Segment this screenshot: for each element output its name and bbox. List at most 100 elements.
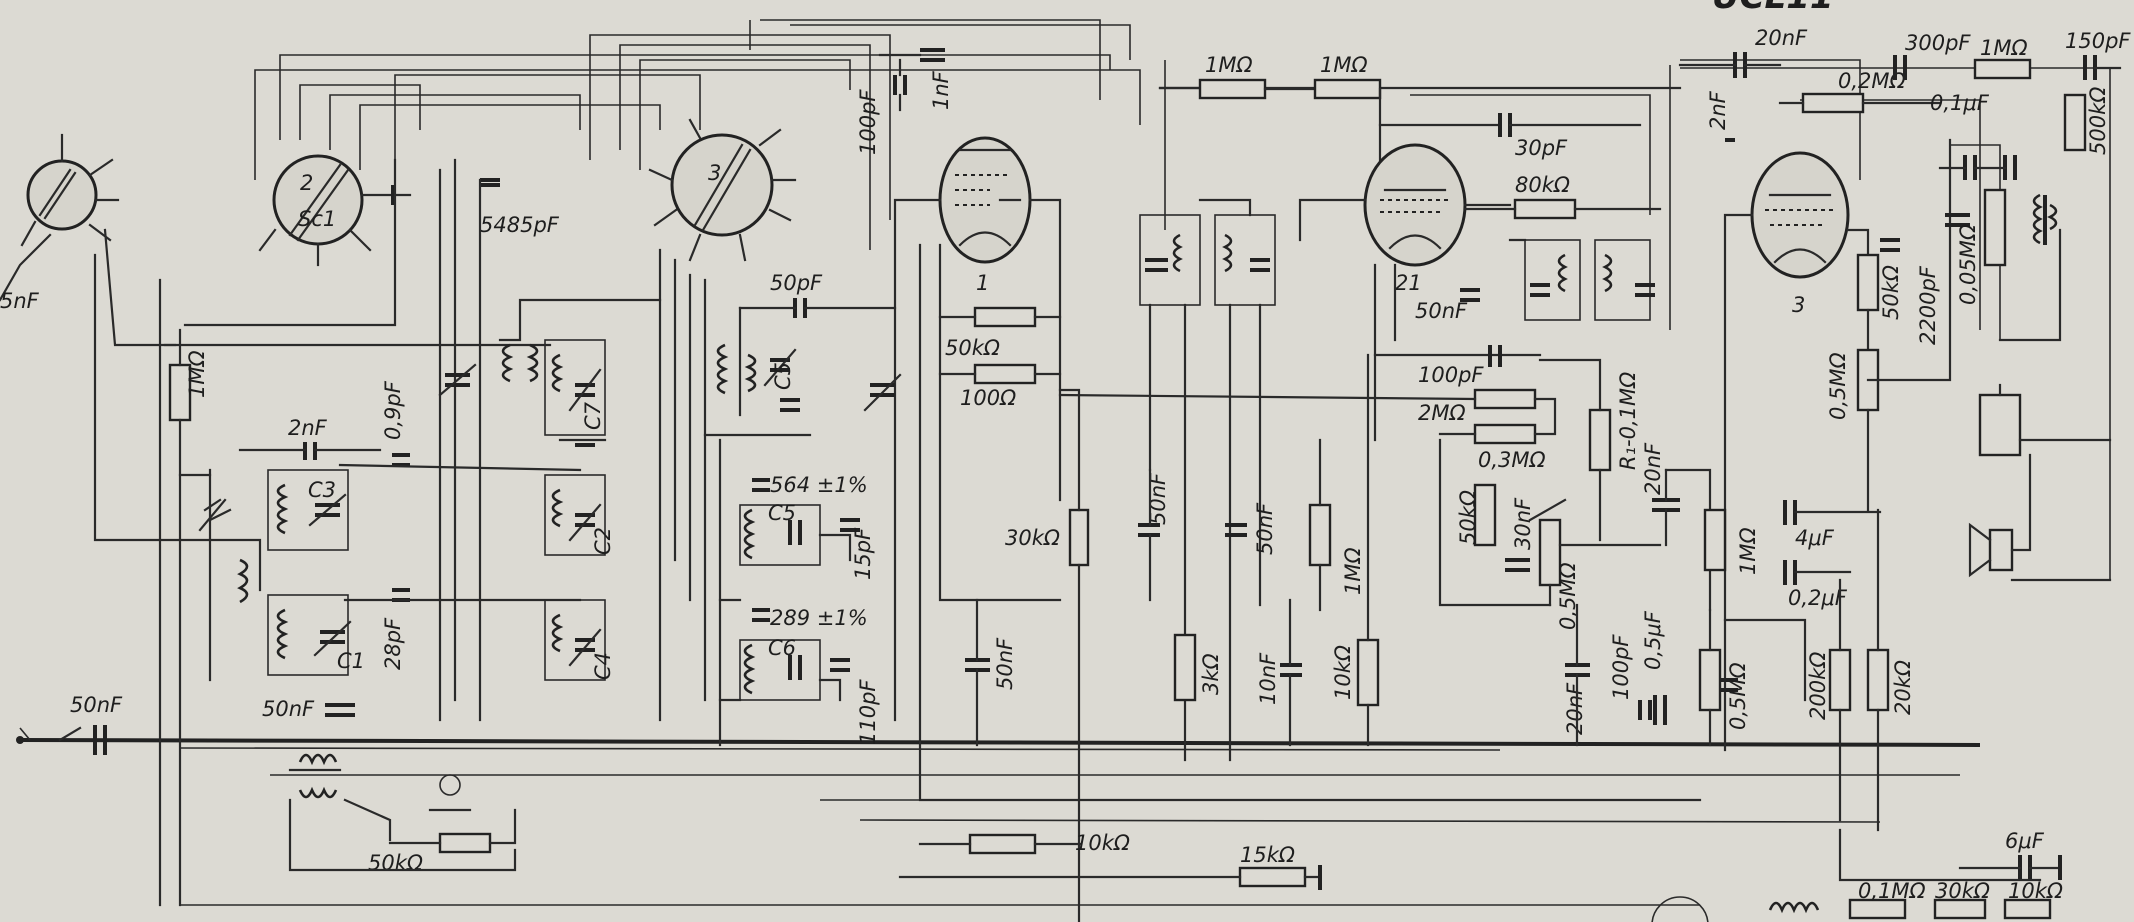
label-tube-3: 3 bbox=[1792, 293, 1805, 317]
osc-coil-b bbox=[298, 786, 338, 799]
resistor-1M-c bbox=[1313, 78, 1382, 100]
resistor-50k-b bbox=[973, 306, 1037, 328]
label-C5b: C5 bbox=[768, 501, 796, 525]
resistor-0.5M-b bbox=[1698, 648, 1722, 712]
label-r-1M-a: 1MΩ bbox=[185, 350, 209, 398]
label-5485pF: 5485pF bbox=[480, 213, 560, 237]
label-R1: R₁-0,1MΩ bbox=[1616, 372, 1640, 470]
tube-2: 21 30pF 80kΩ 50nF bbox=[1298, 113, 1662, 442]
resistor-1M-d bbox=[1308, 503, 1332, 567]
label-50kOhm-d: 50kΩ bbox=[1879, 265, 1903, 320]
label-C3: C3 bbox=[308, 478, 336, 502]
label-10kOhm-b: 10kΩ bbox=[1075, 831, 1130, 855]
label-10kOhm-a: 10kΩ bbox=[1331, 645, 1355, 700]
label-15pF: 15pF bbox=[851, 527, 875, 580]
resistor-50k-a bbox=[438, 832, 492, 854]
label-01uF: 0,1μF bbox=[1930, 91, 1990, 115]
label-1MOhm-d: 1MΩ bbox=[1341, 547, 1365, 595]
label-30nF: 30nF bbox=[1511, 497, 1535, 550]
oscillator-section: 50pF C5 564 ±1% C5 15pF 289 ±1% bbox=[658, 248, 897, 747]
resistor-2M bbox=[1473, 388, 1537, 410]
label-1nF: 1nF bbox=[929, 70, 953, 110]
resistor-R1 bbox=[1588, 408, 1612, 472]
resistor-0.3M bbox=[1473, 423, 1537, 445]
power-supply: 4μF 0,2μF 200kΩ 20kΩ 0,5MΩ 1MΩ 10kΩ 15kΩ bbox=[898, 353, 2063, 922]
resistor-1M-e bbox=[1703, 508, 1727, 572]
resistor-30k bbox=[1068, 508, 1090, 567]
tube-1: 100pF 1nF 1 50kΩ 100Ω 30kΩ bbox=[856, 48, 1702, 922]
label-28pF: 28pF bbox=[381, 617, 405, 670]
label-20nF-a: 20nF bbox=[1563, 682, 1587, 735]
label-150pF: 150pF bbox=[2065, 29, 2131, 53]
label-15kOhm: 15kΩ bbox=[1240, 843, 1295, 867]
label-30kOhm: 30kΩ bbox=[1005, 526, 1060, 550]
resistor-1M-f bbox=[1973, 58, 2032, 80]
resistor-30k-b bbox=[1933, 898, 1987, 920]
label-50kOhm-b: 50kΩ bbox=[945, 336, 1000, 360]
label-4uF: 4μF bbox=[1795, 526, 1835, 550]
label-289: 289 ±1% bbox=[770, 606, 868, 630]
resistor-0.2M bbox=[1801, 92, 1865, 114]
label-03MOhm: 0,3MΩ bbox=[1478, 448, 1546, 472]
tank-circuits-mid: 5485pF C7 C2 C4 bbox=[438, 158, 662, 722]
label-110pF: 110pF bbox=[856, 679, 880, 745]
resistor-3k bbox=[1173, 633, 1197, 702]
tube-3: 20nF 0,2MΩ 2nF 3 50kΩ 0,5MΩ 2200pF 300pF… bbox=[1678, 26, 2131, 752]
resistor-10k-c bbox=[2003, 898, 2052, 920]
resistor-15k bbox=[1238, 866, 1307, 888]
resistor-50k-d bbox=[1856, 253, 1880, 312]
label-switch-2: 2 bbox=[300, 171, 313, 195]
label-2nF-b: 2nF bbox=[1706, 90, 1730, 130]
resistor-20k bbox=[1866, 648, 1890, 712]
resistor-50k-c bbox=[1473, 483, 1497, 547]
label-switch-2-sub: Sc1 bbox=[298, 207, 336, 231]
label-200kOhm: 200kΩ bbox=[1806, 652, 1830, 720]
ground-bus bbox=[19, 727, 1981, 906]
band-switch-2: 2 Sc1 bbox=[258, 154, 412, 267]
resistor-1M-b bbox=[1198, 78, 1267, 100]
label-1MOhm-f: 1MΩ bbox=[1980, 36, 2028, 60]
label-100pF-b: 100pF bbox=[1418, 363, 1484, 387]
label-3kOhm: 3kΩ bbox=[1199, 653, 1223, 695]
label-10kOhm-c: 10kΩ bbox=[2008, 879, 2063, 903]
label-30pF: 30pF bbox=[1515, 136, 1568, 160]
label-50nF-e: 50nF bbox=[1253, 502, 1277, 555]
tank-circuits-left: C3 C1 2nF 0,9pF 28pF 50nF bbox=[163, 158, 582, 875]
label-5nF: 5nF bbox=[0, 289, 40, 313]
label-09pF: 0,9pF bbox=[381, 380, 405, 440]
resistor-500k bbox=[2063, 93, 2087, 152]
label-1MOhm-b: 1MΩ bbox=[1205, 53, 1253, 77]
label-50nF-in: 50nF bbox=[70, 693, 123, 717]
label-20nF-top: 20nF bbox=[1755, 26, 1808, 50]
resistor-200k bbox=[1828, 648, 1852, 712]
label-C6: C6 bbox=[768, 636, 796, 660]
label-50nF-c: 50nF bbox=[993, 637, 1017, 690]
label-50nF-f: 50nF bbox=[1415, 299, 1468, 323]
resistor-80k bbox=[1513, 198, 1577, 220]
label-2nF-a: 2nF bbox=[288, 416, 328, 440]
label-2200pF: 2200pF bbox=[1916, 265, 1940, 345]
label-10nF: 10nF bbox=[1256, 652, 1280, 705]
label-50kOhm-a: 50kΩ bbox=[368, 851, 423, 875]
label-100Ohm: 100Ω bbox=[960, 386, 1016, 410]
label-50nF-b: 50nF bbox=[262, 697, 315, 721]
label-50kOhm-c: 50kΩ bbox=[1456, 490, 1480, 545]
if-transformer-1: 50nF 50nF 3kΩ 10nF bbox=[1138, 198, 1302, 762]
label-C7: C7 bbox=[581, 401, 605, 430]
label-100pF-a: 100pF bbox=[856, 89, 880, 155]
resistor-100R bbox=[973, 363, 1037, 385]
label-05MOhm-b: 0,5MΩ bbox=[1726, 662, 1750, 730]
detector-network: 100pF 2MΩ 0,3MΩ R₁-0,1MΩ 50kΩ 30nF 0,5MΩ… bbox=[1058, 345, 1712, 747]
label-80kOhm: 80kΩ bbox=[1515, 173, 1570, 197]
label-100pF-c: 100pF bbox=[1609, 634, 1633, 700]
resistor-10k-a bbox=[1356, 638, 1380, 707]
resistor-0.1M bbox=[1848, 898, 1907, 920]
resistor-0.05M bbox=[1983, 188, 2007, 267]
antenna-section: 5nF 1MΩ 50nF bbox=[0, 133, 552, 907]
label-500kOhm: 500kΩ bbox=[2086, 87, 2110, 155]
label-01MOhm: 0,1MΩ bbox=[1858, 879, 1926, 903]
speaker bbox=[1988, 528, 2014, 572]
label-02uF: 0,2μF bbox=[1788, 586, 1848, 610]
label-30kOhm-b: 30kΩ bbox=[1935, 879, 1990, 903]
